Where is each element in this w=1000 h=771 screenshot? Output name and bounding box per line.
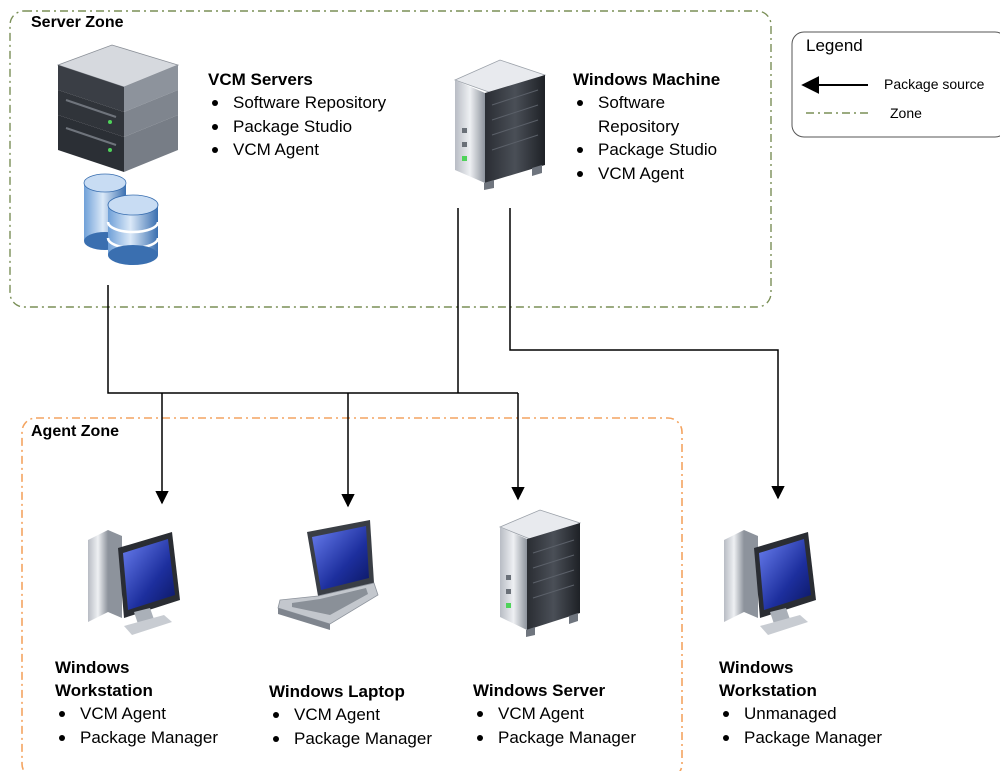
- list-item: VCM Agent: [208, 138, 386, 162]
- list-item: Repository: [598, 116, 680, 136]
- laptop-title: Windows Laptop: [269, 682, 405, 701]
- windows-machine-list: Software Repository Package Studio VCM A…: [573, 91, 717, 185]
- workstation-managed-title: Windows Workstation: [55, 656, 153, 702]
- list-item: VCM Agent: [55, 702, 218, 726]
- list-item: Software: [573, 91, 717, 115]
- title-line: Workstation: [55, 681, 153, 700]
- tower-server-icon: [498, 509, 582, 637]
- list-item: Package Manager: [473, 726, 636, 750]
- workstation-unmanaged-list: Unmanaged Package Manager: [719, 702, 882, 749]
- vcm-servers-list: Software Repository Package Studio VCM A…: [208, 91, 386, 162]
- list-item: Package Manager: [55, 726, 218, 750]
- list-item: VCM Agent: [269, 703, 432, 727]
- list-item: VCM Agent: [573, 162, 717, 186]
- list-item: Package Manager: [269, 727, 432, 751]
- server-zone-title: Server Zone: [31, 14, 124, 31]
- title-line: Windows: [719, 658, 794, 677]
- tower-server-icon: [453, 59, 547, 190]
- agent-zone-title: Agent Zone: [31, 423, 119, 440]
- vcm-servers-title: VCM Servers: [208, 70, 313, 89]
- legend-title: Legend: [806, 36, 863, 55]
- list-item: Package Studio: [208, 115, 386, 139]
- workstation-unmanaged-title: Windows Workstation: [719, 656, 817, 702]
- windows-server-title: Windows Server: [473, 681, 606, 700]
- arrow-to-unmanaged-workstation: [509, 208, 785, 500]
- server-zone-border: [9, 10, 772, 308]
- connection-vcm-servers-bus: [107, 285, 518, 394]
- list-item: Package Manager: [719, 726, 882, 750]
- desktop-computer-icon: [724, 530, 816, 635]
- list-item: Package Studio: [573, 138, 717, 162]
- desktop-computer-icon: [88, 530, 180, 635]
- workstation-managed-list: VCM Agent Package Manager: [55, 702, 218, 749]
- legend-package-source-label: Package source: [884, 76, 985, 92]
- windows-server-list: VCM Agent Package Manager: [473, 702, 636, 749]
- legend-zone-label: Zone: [890, 105, 922, 121]
- legend-box: [791, 31, 1000, 138]
- connections: [107, 208, 785, 508]
- database-icon: [83, 173, 160, 265]
- list-item: VCM Agent: [473, 702, 636, 726]
- title-line: Workstation: [719, 681, 817, 700]
- laptop-list: VCM Agent Package Manager: [269, 703, 432, 750]
- server-rack-icon: [56, 44, 180, 172]
- list-item: Software Repository: [208, 91, 386, 115]
- laptop-icon: [277, 520, 379, 630]
- list-item: Unmanaged: [719, 702, 882, 726]
- windows-machine-title: Windows Machine: [573, 70, 721, 89]
- title-line: Windows: [55, 658, 130, 677]
